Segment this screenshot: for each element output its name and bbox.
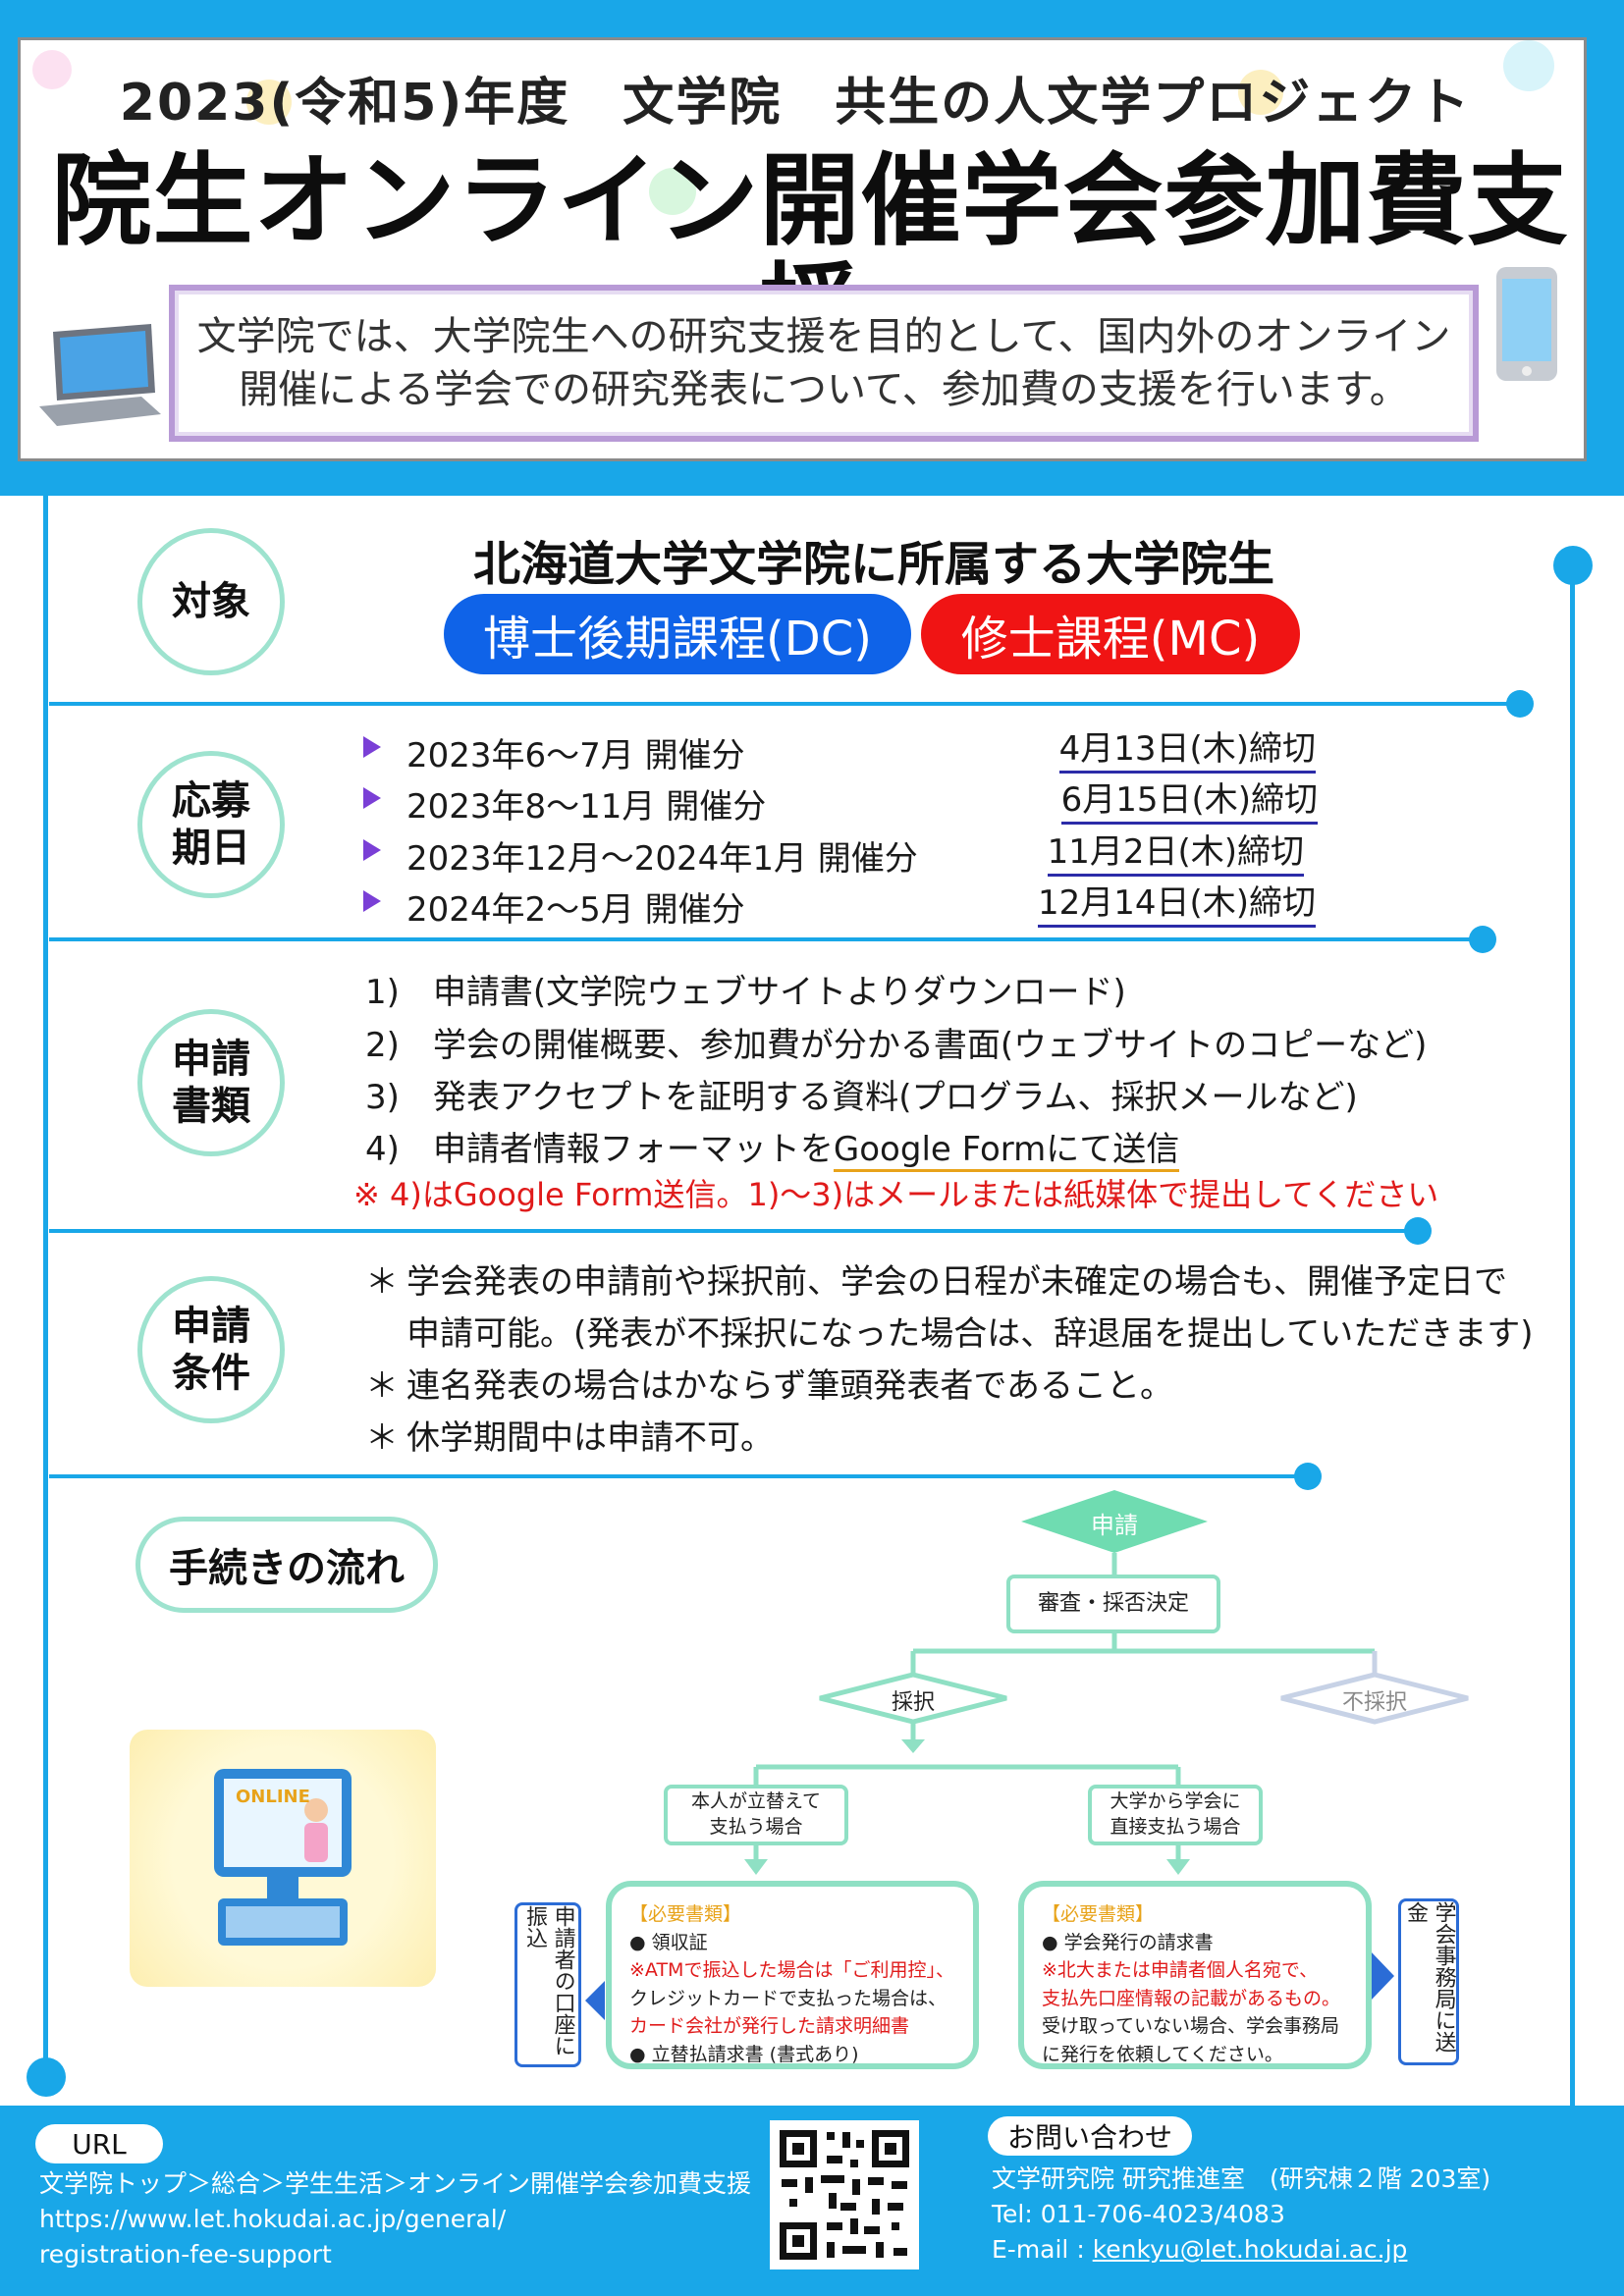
divider-dot bbox=[1404, 1217, 1432, 1245]
online-badge: ONLINE bbox=[236, 1787, 310, 1807]
section-divider bbox=[49, 1474, 1306, 1478]
email-link[interactable]: kenkyu@let.hokudai.ac.jp bbox=[1092, 2235, 1408, 2264]
section-label-deadline: 応募期日 bbox=[137, 751, 285, 898]
smartphone-icon bbox=[1496, 267, 1557, 381]
intro-line: 文学院では、大学院生への研究支援を目的として、国内外のオンライン bbox=[196, 314, 1451, 359]
accepted-step: 採択 bbox=[891, 1690, 935, 1715]
deadline-date: 4月13日(木)締切 bbox=[1058, 728, 1316, 774]
online-pc-illustration bbox=[130, 1730, 436, 1987]
arrow-bullet-icon bbox=[363, 890, 381, 912]
deadline-row: 2024年2～5月 開催分 12月14日(木)締切 bbox=[363, 882, 1326, 932]
decor-bubble bbox=[246, 80, 292, 125]
document-item: 1) 申請書(文学院ウェブサイトよりダウンロード) bbox=[365, 973, 1126, 1012]
url-line[interactable]: registration-fee-support bbox=[39, 2240, 332, 2269]
arrow-bullet-icon bbox=[363, 736, 381, 758]
frame-rail bbox=[1570, 564, 1575, 2106]
required-docs-self-pay: 【必要書類】 ● 領収証 ※ATMで振込した場合は「ご利用控」、 クレジットカー… bbox=[606, 1881, 979, 2069]
document-item: 3) 発表アクセプトを証明する資料(プログラム、採択メールなど) bbox=[365, 1078, 1358, 1117]
apply-step: 申請 bbox=[1091, 1512, 1138, 1539]
condition-item: ＊休学期間中は申請不可。 bbox=[365, 1418, 774, 1458]
decor-bubble bbox=[32, 50, 72, 89]
url-path: 文学院トップ＞総合＞学生生活＞オンライン開催学会参加費支援 bbox=[39, 2169, 752, 2198]
url-tag: URL bbox=[35, 2124, 163, 2163]
url-line[interactable]: https://www.let.hokudai.ac.jp/general/ bbox=[39, 2205, 507, 2233]
decor-bubble bbox=[1238, 70, 1283, 115]
divider-dot bbox=[1294, 1463, 1322, 1490]
condition-item: ＊学会発表の申請前や採択前、学会の日程が未確定の場合も、開催予定日で bbox=[365, 1262, 1507, 1302]
section-label-conditions: 申請条件 bbox=[137, 1276, 285, 1423]
review-step: 審査・採否決定 bbox=[1006, 1575, 1220, 1633]
google-form-link[interactable]: Google Formにて送信 bbox=[833, 1130, 1180, 1172]
frame-rail bbox=[43, 496, 48, 2086]
deadline-row: 2023年6～7月 開催分 4月13日(木)締切 bbox=[363, 728, 1326, 777]
self-pay-step: 本人が立替えて支払う場合 bbox=[664, 1785, 848, 1845]
decor-bubble bbox=[649, 168, 696, 215]
rejected-step: 不採択 bbox=[1341, 1690, 1407, 1715]
documents-note: ※ 4)はGoogle Form送信。1)～3)はメールまたは紙媒体で提出してく… bbox=[353, 1176, 1439, 1213]
deadline-row: 2023年12月～2024年1月 開催分 11月2日(木)締切 bbox=[363, 831, 1326, 881]
divider-dot bbox=[1506, 690, 1534, 718]
deadline-row: 2023年8～11月 開催分 6月15日(木)締切 bbox=[363, 779, 1326, 828]
decor-bubble bbox=[1503, 40, 1554, 91]
section-divider bbox=[49, 1229, 1424, 1233]
intro-box: 文学院では、大学院生への研究支援を目的として、国内外のオンライン 開催による学会… bbox=[169, 285, 1479, 442]
header-subtitle: 2023(令和5)年度 文学院 共生の人文学プロジェクト bbox=[119, 74, 1472, 133]
flow-label: 手続きの流れ bbox=[135, 1517, 438, 1613]
society-office-remittance: 学会事務局に送金 bbox=[1398, 1898, 1459, 2065]
laptop-icon bbox=[39, 324, 161, 426]
document-item: 4) 申請者情報フォーマットをGoogle Formにて送信 bbox=[365, 1122, 1180, 1172]
deadline-date: 12月14日(木)締切 bbox=[1037, 882, 1316, 928]
phone-number: Tel: 011-706-4023/4083 bbox=[992, 2200, 1285, 2228]
office-info: 文学研究院 研究推進室 (研究棟２階 203室) bbox=[992, 2164, 1491, 2193]
target-heading: 北海道大学文学院に所属する大学院生 bbox=[472, 537, 1274, 592]
section-label-documents: 申請書類 bbox=[137, 1009, 285, 1156]
mc-badge: 修士課程(MC) bbox=[921, 594, 1300, 674]
frame-dot bbox=[27, 2057, 66, 2097]
section-divider bbox=[49, 937, 1483, 941]
email-line: E-mail : kenkyu@let.hokudai.ac.jp bbox=[992, 2235, 1408, 2264]
frame-dot bbox=[1553, 546, 1593, 585]
flow-connectors bbox=[585, 1490, 1469, 2020]
arrow-bullet-icon bbox=[363, 787, 381, 809]
applicant-account-transfer: 申請者の口座に振込 bbox=[514, 1902, 581, 2067]
divider-dot bbox=[1469, 926, 1496, 953]
required-docs-direct-pay: 【必要書類】 ● 学会発行の請求書 ※北大または申請者個人名宛で、 支払先口座情… bbox=[1018, 1881, 1372, 2069]
direct-pay-step: 大学から学会に直接支払う場合 bbox=[1088, 1785, 1263, 1845]
computer-teacher-icon bbox=[214, 1769, 352, 1946]
arrow-bullet-icon bbox=[363, 839, 381, 861]
section-label-target: 対象 bbox=[137, 528, 285, 675]
dc-badge: 博士後期課程(DC) bbox=[444, 594, 911, 674]
condition-item-continued: 申請可能。(発表が不採択になった場合は、辞退届を提出していただきます) bbox=[406, 1314, 1534, 1354]
deadline-date: 6月15日(木)締切 bbox=[1060, 779, 1318, 825]
condition-item: ＊連名発表の場合はかならず筆頭発表者であること。 bbox=[365, 1366, 1173, 1406]
intro-line: 開催による学会での研究発表について、参加費の支援を行います。 bbox=[239, 367, 1409, 412]
qr-code[interactable] bbox=[770, 2120, 919, 2269]
section-divider bbox=[49, 702, 1522, 706]
contact-tag: お問い合わせ bbox=[988, 2116, 1192, 2156]
deadline-date: 11月2日(木)締切 bbox=[1047, 831, 1304, 877]
qr-code-icon bbox=[780, 2130, 909, 2260]
document-item: 2) 学会の開催概要、参加費が分かる書面(ウェブサイトのコピーなど) bbox=[365, 1026, 1428, 1065]
